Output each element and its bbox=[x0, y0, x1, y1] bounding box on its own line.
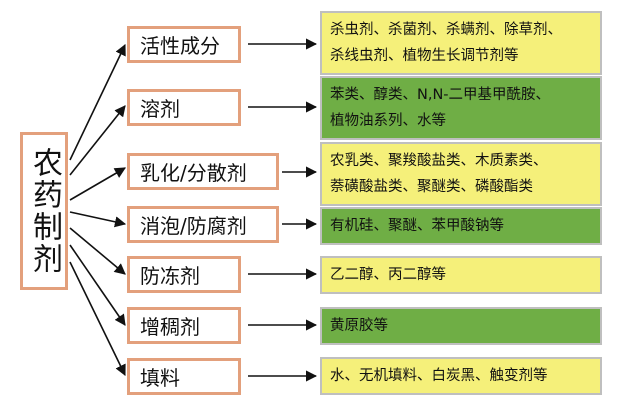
desc-active-ingredient: 杀虫剂、杀菌剂、杀螨剂、除草剂、 杀线虫剂、植物生长调节剂等 bbox=[320, 11, 602, 75]
arrow-root-to-emulsifier bbox=[69, 167, 126, 201]
category-defoamer-preservative: 消泡/防腐剂 bbox=[127, 206, 279, 243]
desc-filler: 水、无机填料、白炭黑、触变剂等 bbox=[320, 357, 602, 395]
desc-line: 乙二醇、丙二醇等 bbox=[330, 267, 446, 283]
desc-line: 杀虫剂、杀菌剂、杀螨剂、除草剂、 bbox=[330, 22, 562, 38]
category-antifreeze: 防冻剂 bbox=[127, 256, 241, 293]
root-title: 农药制剂 bbox=[27, 147, 62, 275]
category-filler: 填料 bbox=[127, 358, 241, 395]
category-emulsifier-dispersant: 乳化/分散剂 bbox=[127, 153, 279, 190]
desc-line: 农乳类、聚羧酸盐类、木质素类、 bbox=[330, 153, 548, 169]
category-thickener: 增稠剂 bbox=[127, 307, 241, 344]
desc-line: 有机硅、聚醚、苯甲酸钠等 bbox=[330, 218, 504, 234]
arrow-root-to-solvent bbox=[69, 105, 126, 176]
desc-defoamer-preservative: 有机硅、聚醚、苯甲酸钠等 bbox=[320, 207, 602, 245]
category-solvent: 溶剂 bbox=[127, 89, 241, 126]
desc-emulsifier-dispersant: 农乳类、聚羧酸盐类、木质素类、 萘磺酸盐类、聚醚类、磷酸酯类 bbox=[320, 142, 602, 206]
arrow-root-to-defoamer bbox=[69, 211, 127, 228]
desc-line: 杀线虫剂、植物生长调节剂等 bbox=[330, 48, 519, 64]
desc-antifreeze: 乙二醇、丙二醇等 bbox=[320, 256, 602, 294]
arrow-root-to-thickener bbox=[69, 244, 126, 326]
arrow-root-to-active bbox=[69, 43, 126, 161]
desc-line: 黄原胶等 bbox=[330, 318, 388, 334]
arrow-root-to-antifreeze bbox=[69, 227, 126, 275]
desc-solvent: 苯类、醇类、N,N-二甲基甲酰胺、 植物油系列、水等 bbox=[320, 76, 602, 140]
desc-line: 植物油系列、水等 bbox=[330, 113, 446, 129]
desc-line: 水、无机填料、白炭黑、触变剂等 bbox=[330, 368, 548, 384]
desc-line: 萘磺酸盐类、聚醚类、磷酸酯类 bbox=[330, 179, 533, 195]
desc-line: 苯类、醇类、N,N-二甲基甲酰胺、 bbox=[330, 87, 551, 103]
desc-thickener: 黄原胶等 bbox=[320, 307, 602, 345]
root-node: 农药制剂 bbox=[20, 132, 68, 290]
category-active-ingredient: 活性成分 bbox=[127, 26, 241, 63]
arrow-root-to-filler bbox=[69, 261, 126, 377]
